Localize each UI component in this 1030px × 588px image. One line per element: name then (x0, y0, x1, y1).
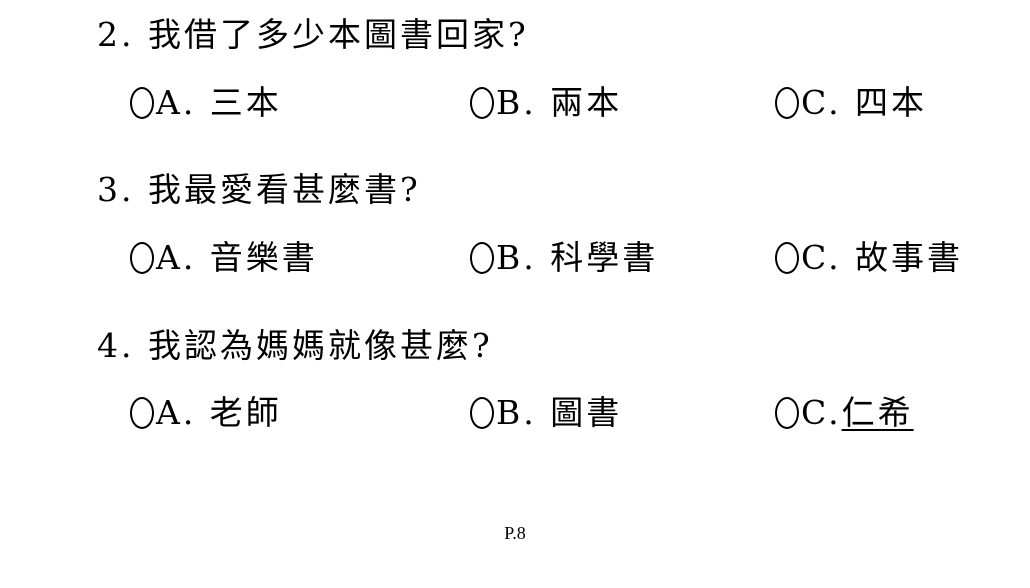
option-label: B. 兩本 (496, 83, 623, 122)
option-4a[interactable]: A. 老師 (130, 393, 282, 433)
question-3: 3. 我最愛看甚麼書? (97, 170, 421, 209)
option-3b[interactable]: B. 科學書 (470, 238, 658, 278)
option-label: A. 三本 (156, 83, 282, 122)
option-3c[interactable]: C. 故事書 (775, 238, 963, 278)
option-4b[interactable]: B. 圖書 (470, 393, 622, 433)
option-label: C. (801, 393, 842, 432)
option-2c[interactable]: C. 四本 (775, 83, 927, 123)
option-label: A. 音樂書 (156, 238, 318, 277)
radio-circle-icon[interactable] (130, 242, 154, 274)
radio-circle-icon[interactable] (775, 87, 799, 119)
underlined-answer: 仁希 (841, 393, 914, 432)
radio-circle-icon[interactable] (470, 397, 494, 429)
option-label: C. 故事書 (801, 238, 964, 277)
option-label: B. 科學書 (496, 238, 659, 277)
radio-circle-icon[interactable] (130, 87, 154, 119)
option-3a[interactable]: A. 音樂書 (130, 238, 318, 278)
radio-circle-icon[interactable] (470, 242, 494, 274)
question-2: 2. 我借了多少本圖書回家? (97, 15, 529, 54)
option-2a[interactable]: A. 三本 (130, 83, 282, 123)
option-label: B. 圖書 (496, 393, 623, 432)
option-label: C. 四本 (801, 83, 928, 122)
option-4c[interactable]: C. 仁希 (775, 393, 914, 433)
option-label: A. 老師 (156, 393, 282, 432)
question-4: 4. 我認為媽媽就像甚麼? (97, 326, 493, 365)
radio-circle-icon[interactable] (470, 87, 494, 119)
radio-circle-icon[interactable] (130, 397, 154, 429)
option-2b[interactable]: B. 兩本 (470, 83, 622, 123)
radio-circle-icon[interactable] (775, 397, 799, 429)
radio-circle-icon[interactable] (775, 242, 799, 274)
page-number: P.8 (504, 523, 526, 543)
